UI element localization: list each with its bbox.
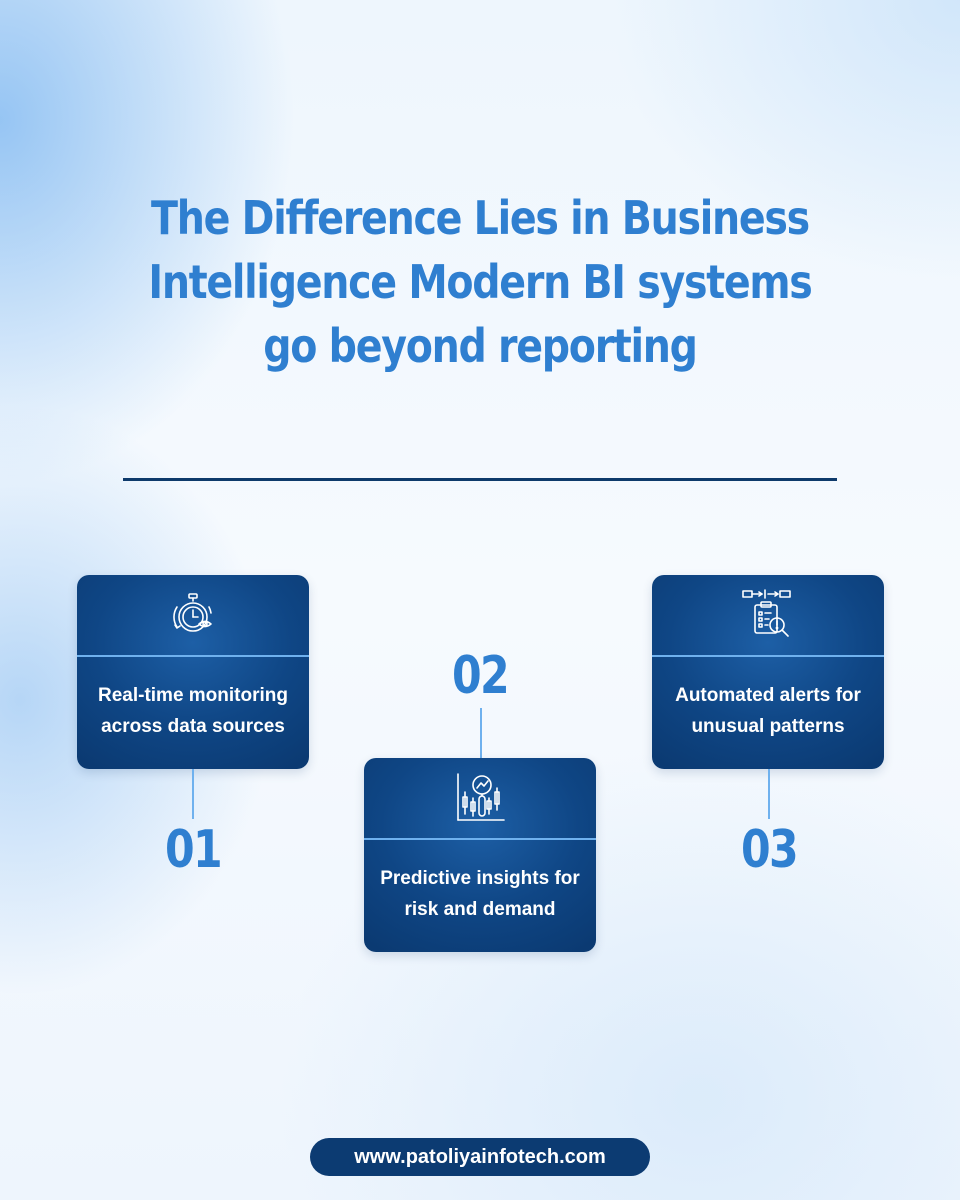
card-label: Real-time monitoring across data sources [97, 685, 288, 737]
card-label: Automated alerts for unusual patterns [675, 685, 861, 737]
clipboard-flow-alert-icon [742, 589, 791, 637]
step-number-01: 01 [164, 820, 223, 880]
card-separator [364, 838, 596, 840]
card-separator [77, 655, 309, 657]
card-label: Predictive insights for risk and demand [380, 868, 580, 920]
step-number-02: 02 [451, 646, 510, 706]
feature-card-realtime-monitoring: Real-time monitoring across data sources [77, 575, 309, 769]
feature-card-automated-alerts: Automated alerts for unusual patterns [652, 575, 884, 769]
website-link[interactable]: www.patoliyainfotech.com [310, 1138, 650, 1176]
step-number-03: 03 [740, 820, 799, 880]
candlestick-chart-search-icon [457, 773, 505, 821]
divider [123, 478, 837, 481]
page-title: The Difference Lies in Business Intellig… [148, 191, 812, 373]
connector-line [192, 769, 194, 819]
feature-card-predictive-insights: Predictive insights for risk and demand [364, 758, 596, 952]
connector-line [768, 769, 770, 819]
stopwatch-eye-icon [173, 593, 212, 632]
connector-line [480, 708, 482, 758]
card-separator [652, 655, 884, 657]
